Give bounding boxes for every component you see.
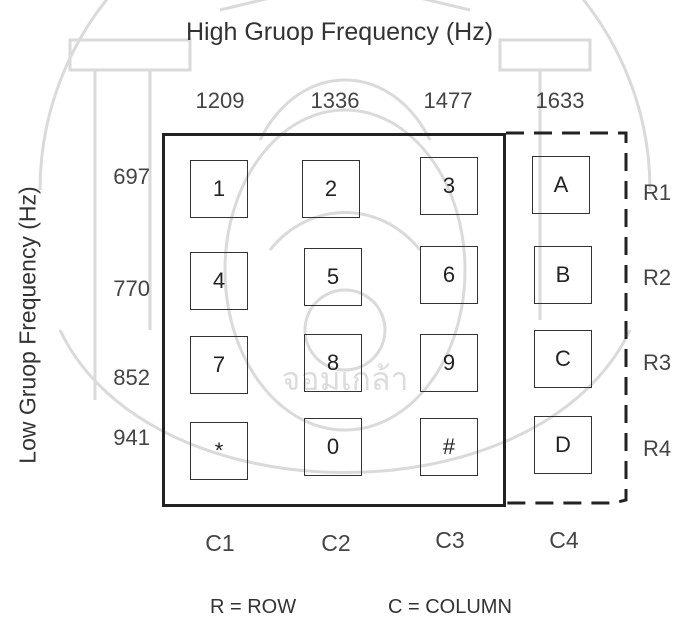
high-frequency-label: 1336 [295, 88, 375, 114]
row-label: R2 [643, 265, 671, 291]
key-star[interactable]: * [190, 422, 248, 480]
row-label: R4 [643, 436, 671, 462]
key-c[interactable]: C [534, 330, 592, 388]
key-2[interactable]: 2 [302, 160, 360, 218]
x-axis-title: High Gruop Frequency (Hz) [186, 18, 493, 47]
low-frequency-label: 697 [90, 164, 150, 190]
column-label: C2 [306, 530, 366, 557]
column-label: C1 [190, 530, 250, 557]
key-5[interactable]: 5 [304, 248, 362, 306]
y-axis-title: Low Gruop Frequency (Hz) [15, 186, 42, 463]
key-6[interactable]: 6 [420, 246, 478, 304]
high-frequency-label: 1209 [180, 88, 260, 114]
row-label: R3 [643, 350, 671, 376]
row-label: R1 [643, 180, 671, 206]
key-3[interactable]: 3 [420, 157, 478, 215]
key-9[interactable]: 9 [420, 334, 478, 392]
column-label: C4 [534, 527, 594, 554]
key-a[interactable]: A [532, 156, 590, 214]
key-b[interactable]: B [534, 246, 592, 304]
key-7[interactable]: 7 [190, 336, 248, 394]
column-label: C3 [420, 527, 480, 554]
low-frequency-label: 770 [90, 276, 150, 302]
low-frequency-label: 852 [90, 365, 150, 391]
key-0[interactable]: 0 [304, 418, 362, 476]
key-hash[interactable]: # [420, 418, 478, 476]
high-frequency-label: 1477 [408, 88, 488, 114]
legend-column: C = COLUMN [388, 596, 512, 619]
key-4[interactable]: 4 [190, 252, 248, 310]
high-frequency-label: 1633 [520, 88, 600, 114]
low-frequency-label: 941 [90, 425, 150, 451]
key-8[interactable]: 8 [304, 334, 362, 392]
key-d[interactable]: D [534, 416, 592, 474]
key-1[interactable]: 1 [190, 160, 248, 218]
legend-row: R = ROW [210, 596, 296, 619]
